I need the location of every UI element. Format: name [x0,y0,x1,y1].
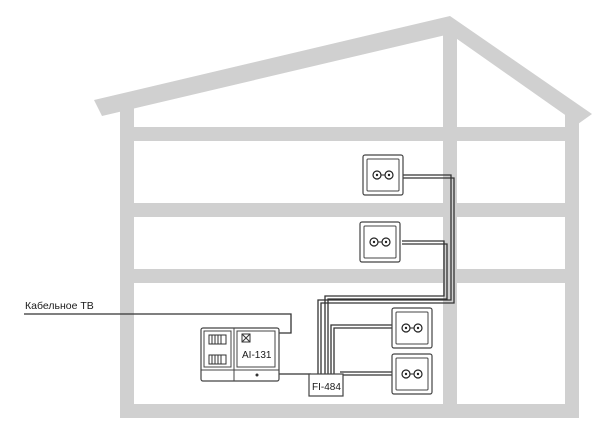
coax-socket-icon [413,369,423,379]
coax-socket-icon [413,323,423,333]
cable-outlet-2b [327,243,448,374]
splitter: FI-484 [308,373,344,397]
cable-outlet-2 [324,240,445,374]
cable-outlet-3 [330,324,392,374]
house-frame [94,16,592,418]
right-wall [565,108,579,418]
led-indicator-icon [255,373,259,377]
floor-beam [120,203,579,217]
tv-outlet-2 [359,221,401,263]
cable-outlet-1b [320,177,455,374]
tv-outlet-4 [391,353,433,395]
crossed-box-icon [241,333,251,343]
amplifier: AI-131 [200,327,280,382]
center-post [443,30,457,418]
tv-outlet-3 [391,307,433,349]
left-wall [120,100,134,418]
terminal-block-icon [208,334,227,365]
roof-beam [94,16,592,124]
coax-socket-icon [384,170,394,180]
cable-outlet-3b [333,327,392,374]
cable-outlet-1 [317,174,452,374]
splitter-label: FI-484 [312,382,341,393]
cables [24,174,455,376]
cable-input [24,313,292,334]
cable-tv-input-label: Кабельное ТВ [25,300,94,312]
floor-beam [120,269,579,283]
coax-socket-icon [381,237,391,247]
amplifier-label: AI-131 [242,350,272,361]
tv-outlet-1 [362,154,404,196]
ground-beam [120,404,579,418]
floor-beam [120,127,579,141]
